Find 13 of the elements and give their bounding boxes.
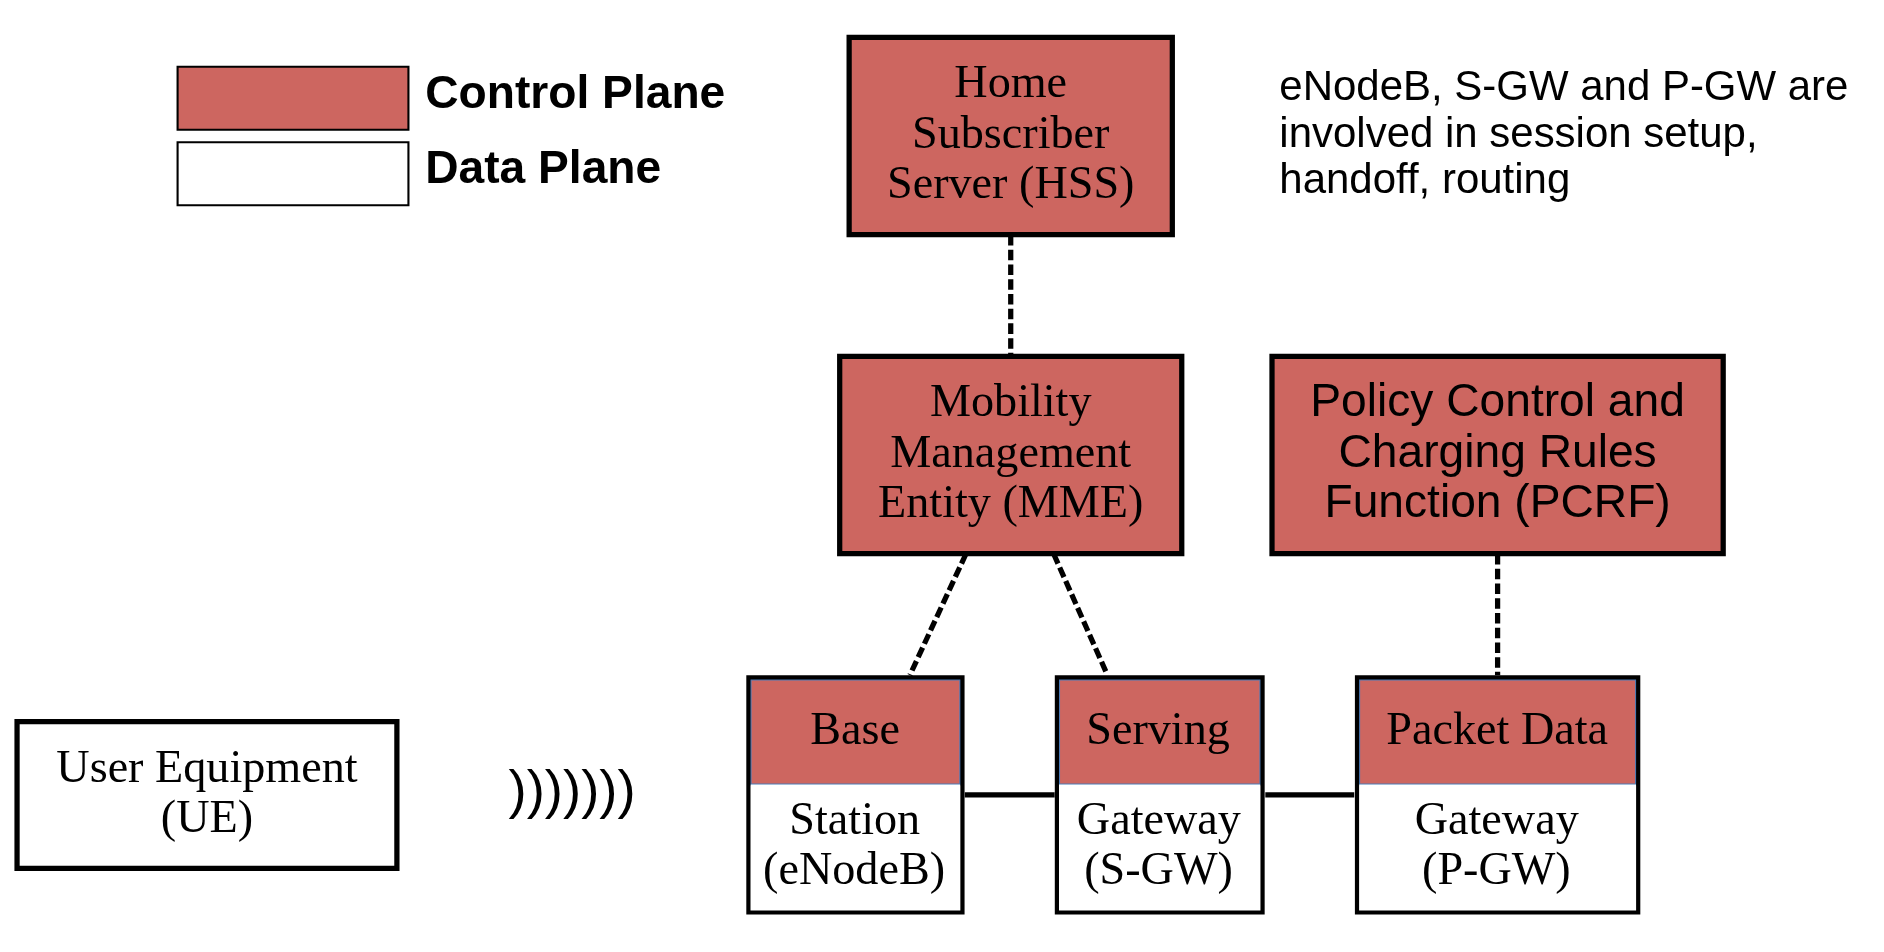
connector: [1494, 554, 1501, 676]
legend-label: Control Plane: [425, 65, 726, 118]
node-box: Mobility Management Entity (MME): [837, 353, 1185, 557]
connector: [964, 792, 1055, 798]
connector: [1008, 235, 1014, 357]
connector: [907, 553, 969, 677]
legend-label: Data Plane: [425, 141, 662, 194]
connector: [1265, 792, 1355, 798]
label: ))))))): [508, 759, 636, 821]
node-box: Home Subscriber Server (HSS): [846, 34, 1175, 238]
node-box: User Equipment (UE): [14, 718, 400, 872]
label: eNodeB, S-GW and P-GW are involved in session setup, handoff, routing: [1279, 62, 1849, 202]
node-box: Policy Control and Charging Rules Function (PCRF): [1269, 353, 1726, 557]
